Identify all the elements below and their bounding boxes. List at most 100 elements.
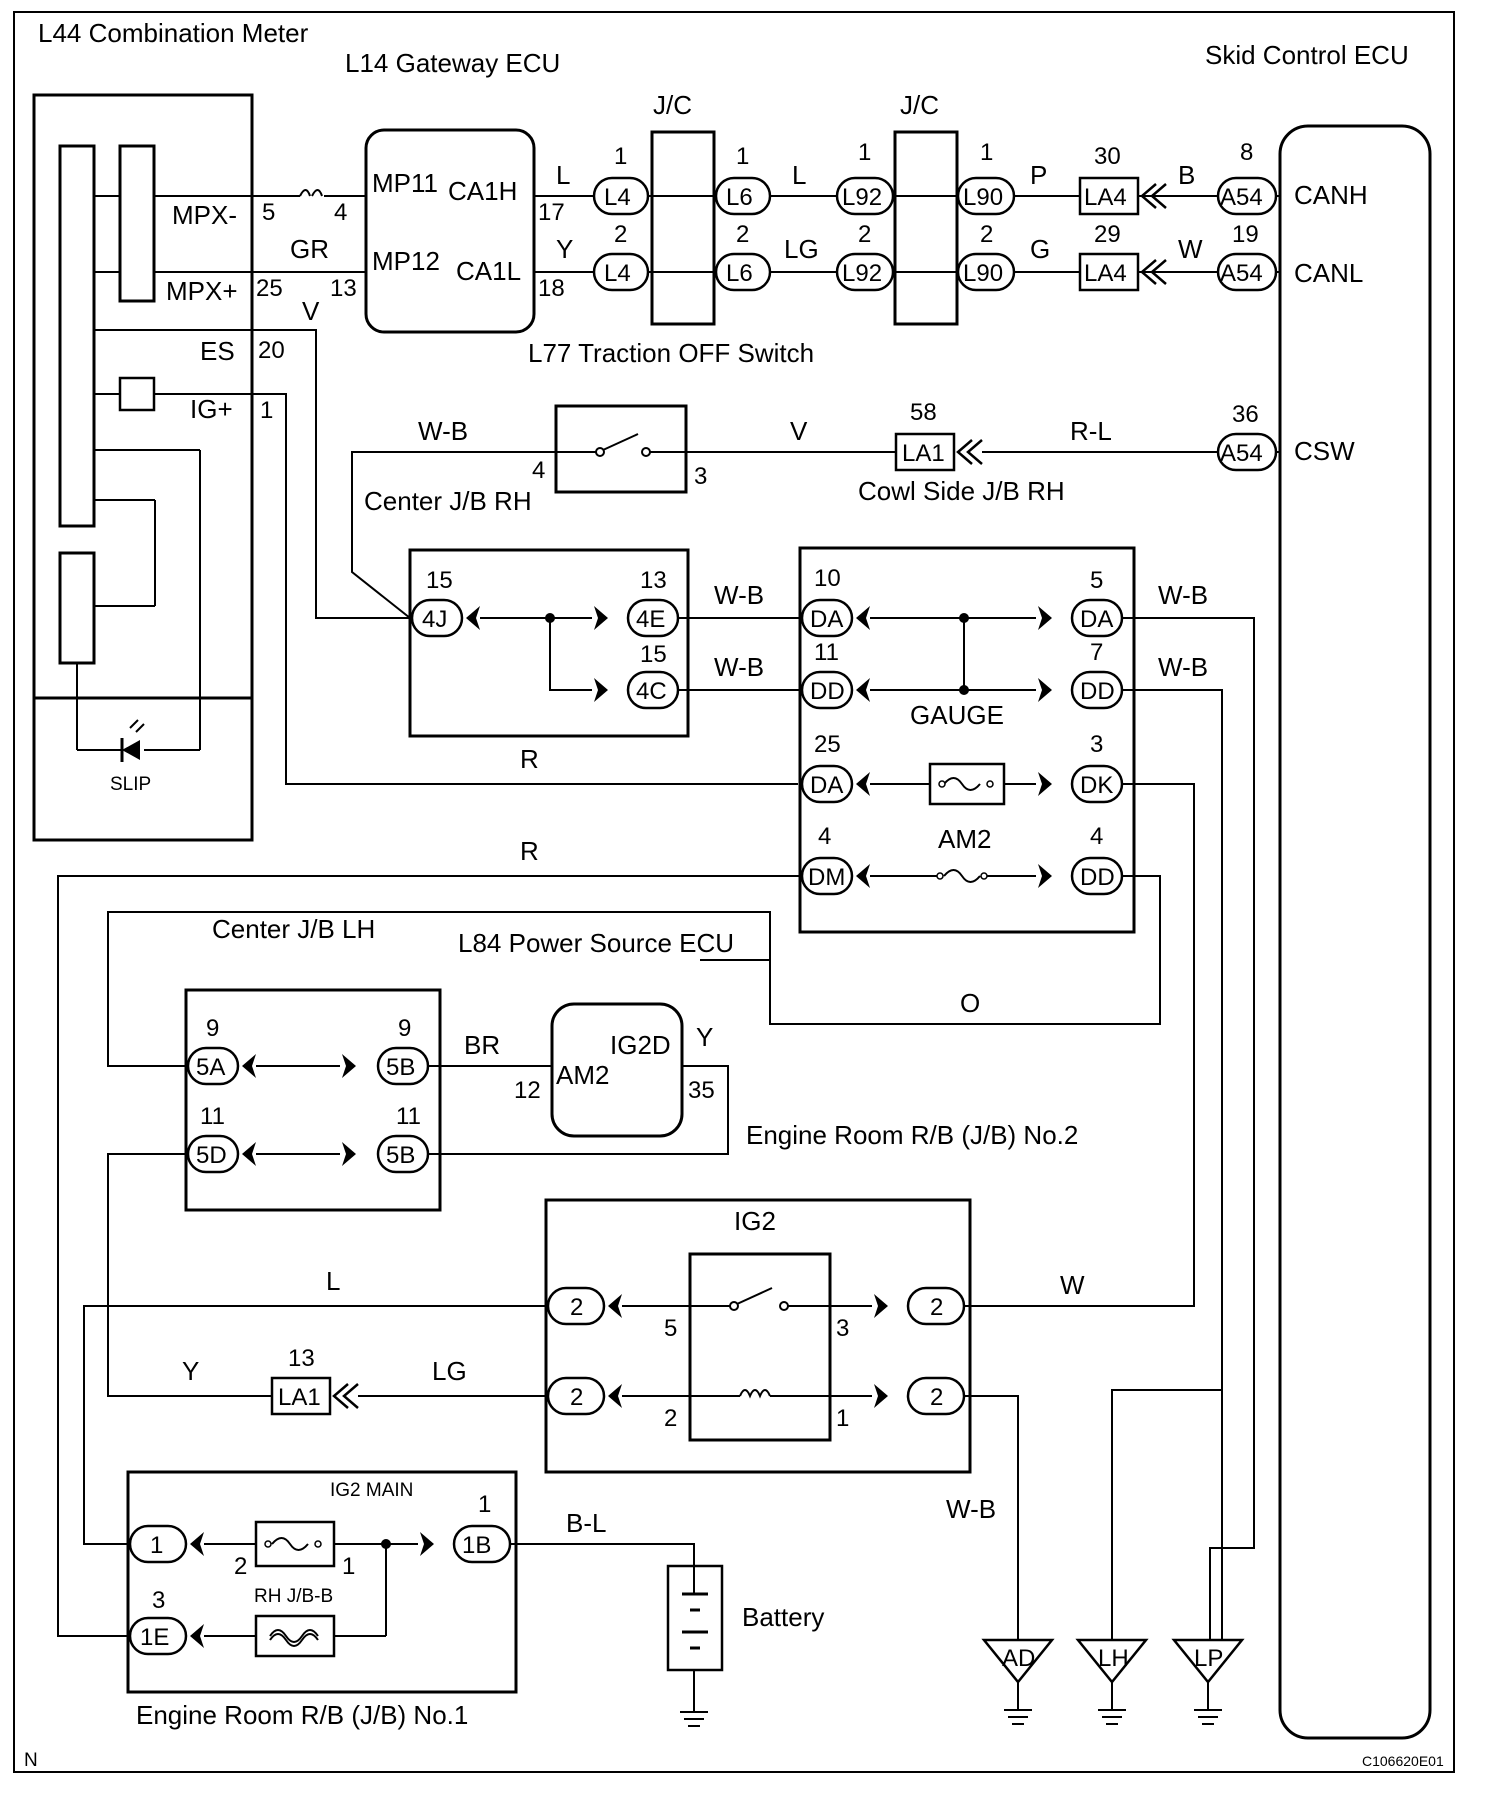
fuse-pin-2: 2 — [234, 1553, 247, 1580]
meter-pin-25: 25 — [256, 275, 283, 302]
wire-color-bl: B-L — [566, 1508, 606, 1538]
ig2d-label: IG2D — [610, 1030, 671, 1060]
traction-switch-box — [554, 404, 688, 494]
connector-1b: 1B — [452, 1524, 512, 1564]
svg-text:L92: L92 — [842, 260, 882, 287]
wire-color-y-3: Y — [182, 1356, 199, 1386]
connector-ig2-2-lg: 2 — [546, 1376, 606, 1416]
connector-la1-58: LA1 — [894, 432, 956, 472]
jc-box-1 — [650, 130, 716, 326]
pin-l92-1: 1 — [858, 139, 871, 166]
pin-4j-15: 15 — [426, 567, 453, 594]
connector-da-5: DA — [1070, 598, 1124, 638]
svg-text:LA4: LA4 — [1084, 260, 1127, 287]
pin-4e-13: 13 — [640, 567, 667, 594]
connector-a54-l: A54 — [1216, 252, 1278, 292]
svg-text:DD: DD — [1080, 864, 1115, 891]
gateway-ecu-label: L14 Gateway ECU — [345, 48, 560, 78]
svg-text:L92: L92 — [842, 184, 882, 211]
pin-l6-1: 1 — [736, 143, 749, 170]
gauge-am2-block — [798, 546, 1136, 934]
relay-pin-1: 1 — [836, 1405, 849, 1432]
battery-ground-icon — [680, 1711, 708, 1727]
connector-dd-11: DD — [800, 670, 854, 710]
power-source-ecu-label: L84 Power Source ECU — [458, 928, 734, 958]
svg-text:DA: DA — [810, 606, 843, 633]
slip-label: SLIP — [110, 774, 151, 795]
connector-la1-13: LA1 — [270, 1376, 332, 1416]
pin-dm-4: 4 — [818, 823, 831, 850]
pin-5b-9: 9 — [398, 1015, 411, 1042]
pin-da-10: 10 — [814, 565, 841, 592]
svg-text:5B: 5B — [386, 1054, 415, 1081]
connector-ig2-2-r1: 2 — [906, 1286, 966, 1326]
wire-color-l-3: L — [326, 1266, 340, 1296]
svg-text:5A: 5A — [196, 1054, 225, 1081]
svg-text:A54: A54 — [1220, 184, 1263, 211]
wire-color-lg-1: LG — [784, 234, 819, 264]
mpx-plus-label: MPX+ — [166, 276, 238, 306]
connector-da-10: DA — [800, 598, 854, 638]
ig2-relay — [688, 1252, 832, 1442]
pin-da-25: 25 — [814, 731, 841, 758]
ecu-pin-12: 12 — [514, 1077, 541, 1104]
jc-box-2 — [893, 130, 959, 326]
wire-color-v-2: V — [790, 416, 808, 446]
svg-text:L90: L90 — [963, 184, 1003, 211]
am2-fuse-label: AM2 — [938, 824, 991, 854]
switch-pin-3: 3 — [694, 463, 707, 490]
svg-text:L6: L6 — [726, 260, 753, 287]
wire-color-wb-5: W-B — [1158, 652, 1208, 682]
relay-pin-3: 3 — [836, 1315, 849, 1342]
pin-5d-11: 11 — [200, 1103, 225, 1130]
wire-color-wb-6: W-B — [946, 1494, 996, 1524]
meter-pin-5: 5 — [262, 199, 275, 226]
wire-color-g: G — [1030, 234, 1050, 264]
meter-pin-1: 1 — [260, 397, 273, 424]
corner-n: N — [24, 1750, 38, 1771]
pin-la4-29: 29 — [1094, 221, 1121, 248]
pin-1b-1: 1 — [478, 1491, 491, 1518]
svg-text:A54: A54 — [1220, 440, 1263, 467]
svg-text:4E: 4E — [636, 606, 665, 633]
wire-color-v-1: V — [302, 296, 320, 326]
skid-control-ecu-box — [1278, 124, 1432, 1740]
svg-text:5D: 5D — [196, 1142, 227, 1169]
connector-5a: 5A — [186, 1046, 240, 1086]
gauge-label: GAUGE — [910, 700, 1004, 730]
wire-color-p: P — [1030, 160, 1047, 190]
wire-color-wb-3: W-B — [714, 652, 764, 682]
gateway-pin-13: 13 — [330, 275, 357, 302]
pin-5a-9: 9 — [206, 1015, 219, 1042]
wire-color-y-1: Y — [556, 234, 573, 264]
ig2-block — [544, 1198, 972, 1474]
svg-text:L90: L90 — [963, 260, 1003, 287]
connector-l6-h: L6 — [714, 176, 772, 216]
pin-a54-19: 19 — [1232, 221, 1259, 248]
pin-l92-2: 2 — [858, 221, 871, 248]
svg-text:2: 2 — [930, 1384, 943, 1411]
connector-5b-9: 5B — [376, 1046, 430, 1086]
engine-room-rb2-label: Engine Room R/B (J/B) No.2 — [746, 1120, 1078, 1150]
svg-text:1B: 1B — [462, 1532, 491, 1559]
pin-5b-11: 11 — [396, 1103, 421, 1130]
wire-color-gr: GR — [290, 234, 329, 264]
combination-meter: SLIP MPX- MPX+ ES IG+ — [32, 93, 254, 842]
pin-l90-2: 2 — [980, 221, 993, 248]
connector-4j: 4J — [410, 598, 464, 638]
ca1h-label: CA1H — [448, 176, 517, 206]
wire-color-wb-2: W-B — [714, 580, 764, 610]
svg-text:DM: DM — [808, 864, 845, 891]
engine-room-rb1-block — [126, 1470, 518, 1694]
mp11-label: MP11 — [372, 168, 438, 198]
relay-pin-5: 5 — [664, 1315, 677, 1342]
svg-text:L6: L6 — [726, 184, 753, 211]
jc-label-2: J/C — [900, 90, 939, 120]
mpx-minus-label: MPX- — [172, 200, 237, 230]
svg-text:4J: 4J — [422, 606, 447, 633]
connector-dk: DK — [1070, 764, 1124, 804]
svg-text:L4: L4 — [604, 184, 631, 211]
wire-color-r-2: R — [520, 836, 539, 866]
switch-pin-4: 4 — [532, 457, 545, 484]
ig2-label: IG2 — [734, 1206, 776, 1236]
